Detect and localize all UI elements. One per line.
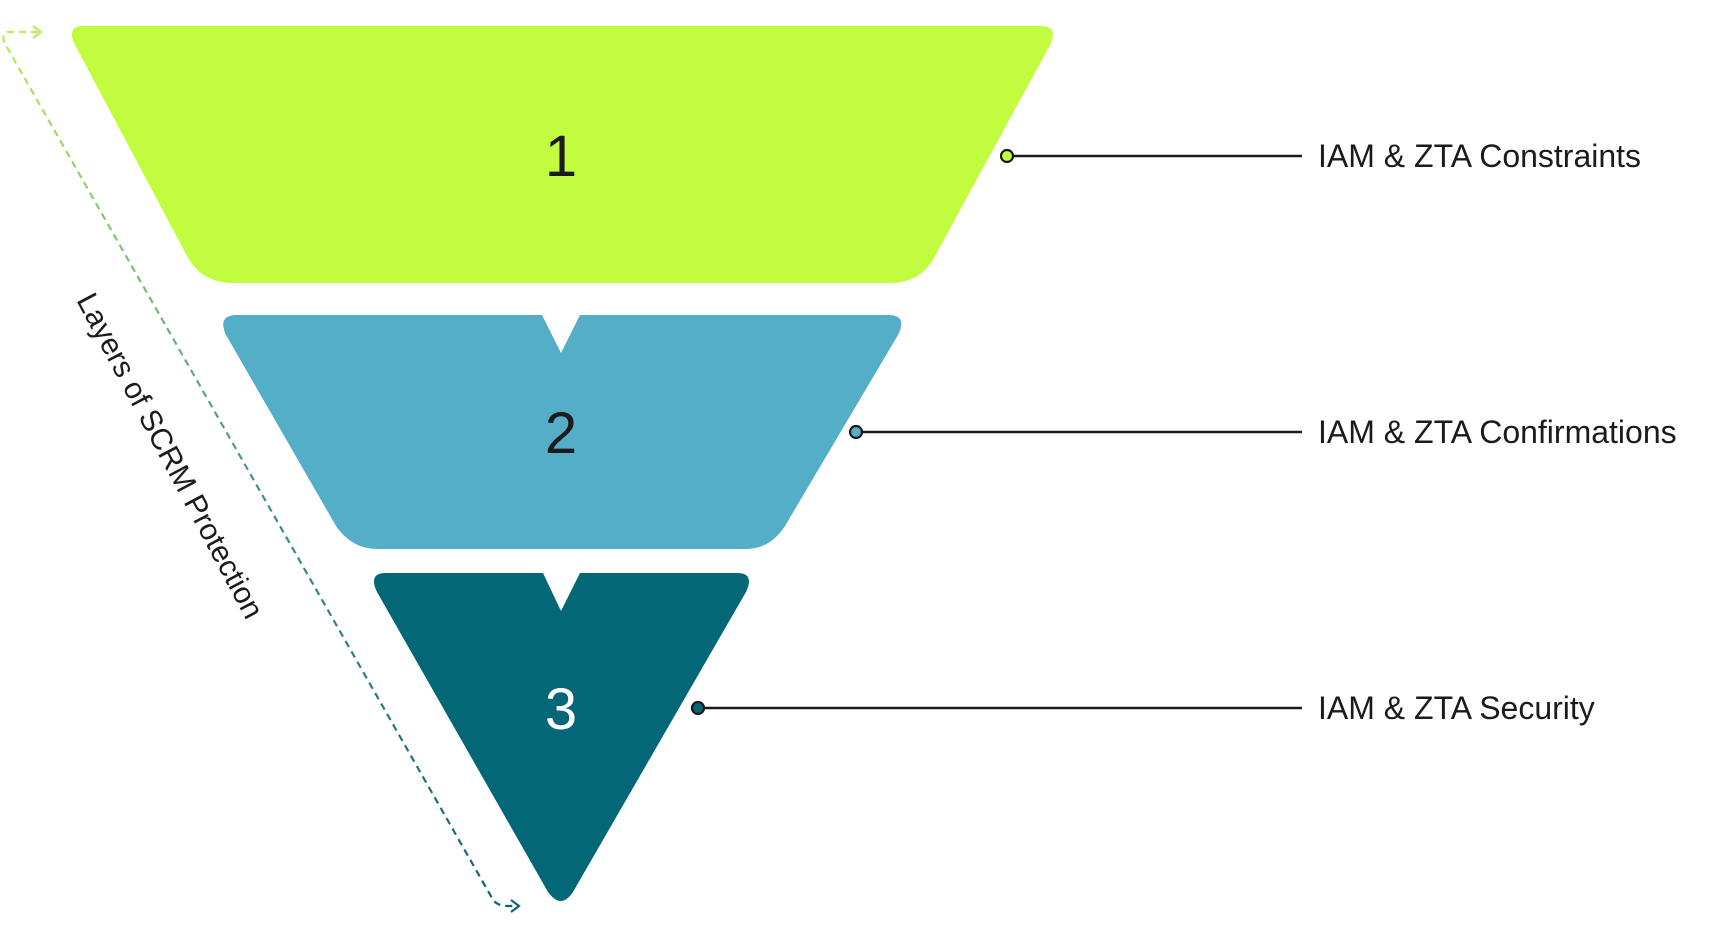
layer-3-number: 3 [545, 677, 577, 742]
callout-1: IAM & ZTA Constraints [999, 138, 1641, 174]
callout-1-label: IAM & ZTA Constraints [1318, 138, 1641, 174]
callout-2: IAM & ZTA Confirmations [848, 414, 1677, 450]
callout-2-dot [848, 424, 864, 440]
arrow-head-top-icon [32, 25, 43, 39]
layer-2-shape [223, 315, 902, 549]
axis-arrow [2, 25, 521, 913]
layer-1-number: 1 [545, 124, 577, 189]
callout-2-label: IAM & ZTA Confirmations [1318, 414, 1677, 450]
callout-1-dot [999, 148, 1015, 164]
layer-3-shape [374, 573, 749, 901]
callout-3: IAM & ZTA Security [690, 690, 1595, 726]
arrow-head-bottom-icon [510, 899, 521, 913]
funnel-layer-1: 1 [71, 26, 1053, 283]
funnel-layer-3: 3 [374, 573, 749, 901]
callout-3-dot [690, 700, 706, 716]
layer-2-number: 2 [545, 401, 577, 466]
layer-1-shape [71, 26, 1053, 283]
callout-3-label: IAM & ZTA Security [1318, 690, 1595, 726]
funnel-layer-2: 2 [223, 315, 902, 549]
